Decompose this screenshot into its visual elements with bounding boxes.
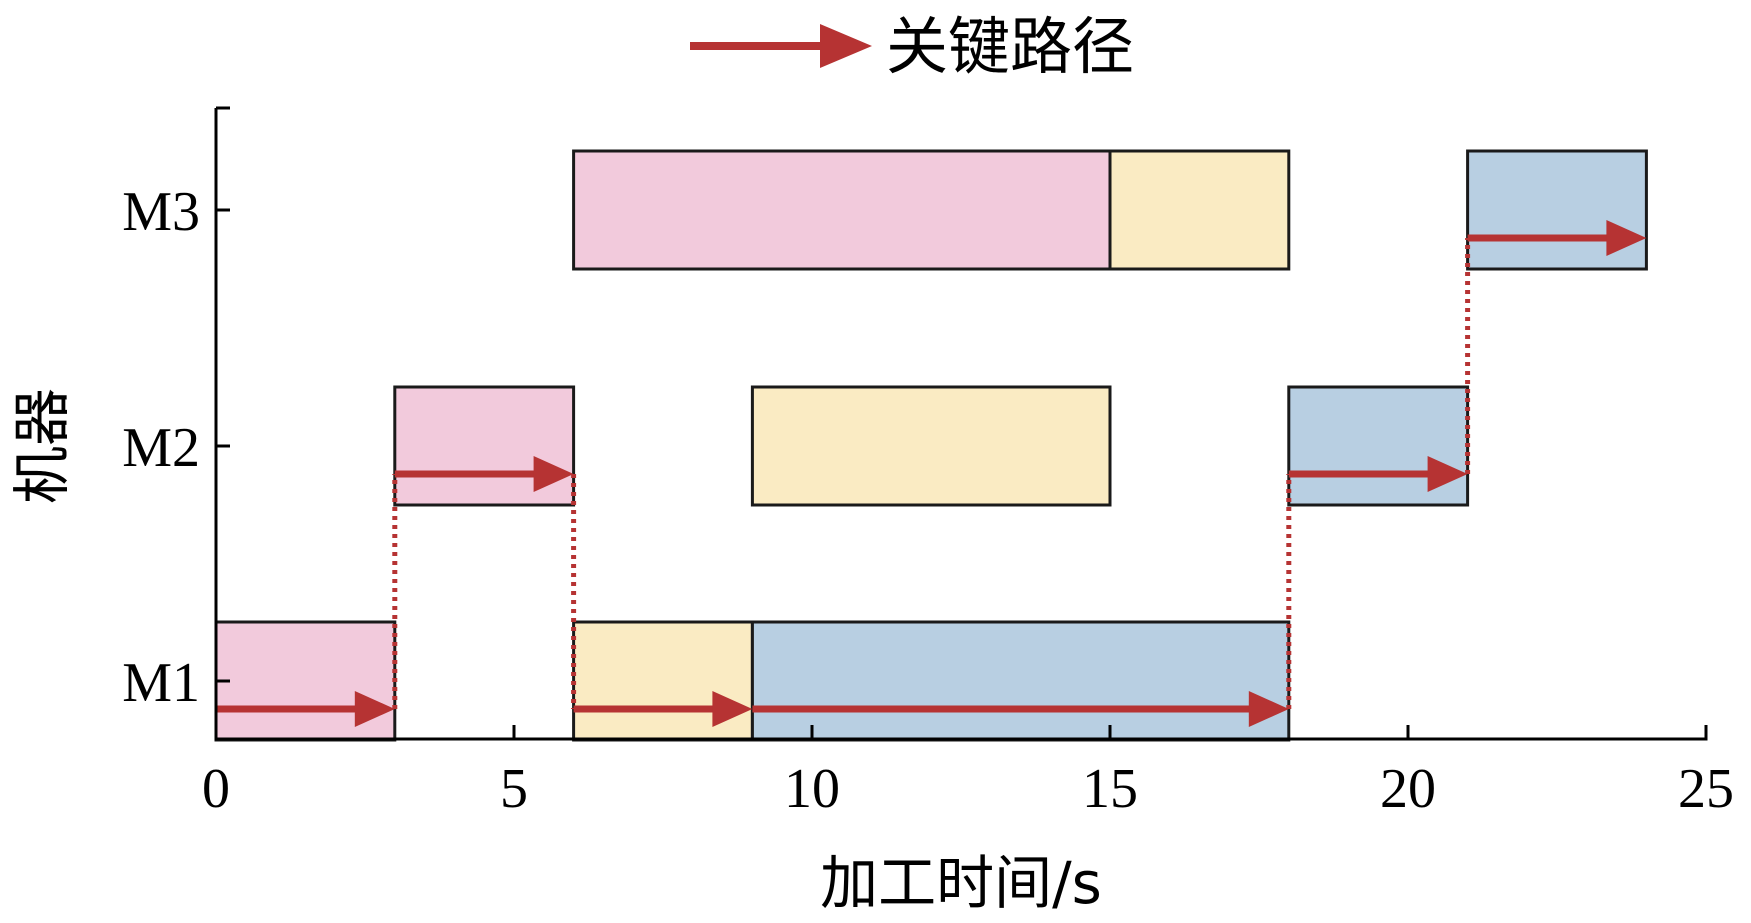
x-tick-label-25: 25: [1678, 758, 1734, 820]
critical-arrow-head-3: [1248, 691, 1289, 727]
task-bar-m3-8: [1466, 149, 1648, 271]
critical-arrow-4: [1288, 456, 1468, 492]
critical-arrow-1: [394, 456, 574, 492]
y-tick-label-m2: M2: [122, 417, 200, 479]
task-bar-m1-1: [572, 620, 754, 742]
critical-arrow-2: [573, 691, 753, 727]
task-bar-m2-5: [1287, 385, 1470, 507]
x-tick-label-10: 10: [784, 758, 840, 820]
task-bar-m1-0: [214, 620, 397, 742]
task-bar-m3-6: [572, 149, 1112, 271]
critical-path-transitions: [392, 238, 1471, 709]
critical-arrow-head-1: [533, 456, 574, 492]
critical-arrow-head-5: [1606, 220, 1647, 256]
x-tick-label-0: 0: [202, 758, 230, 820]
x-axis-title: 加工时间/s: [820, 849, 1102, 917]
task-bar-m1-2: [750, 620, 1291, 742]
task-bar-m2-3: [393, 385, 576, 507]
x-tick-label-20: 20: [1380, 758, 1436, 820]
axes: 0 5 10 15 20 25 M1 M2 M3 加工时间/s 机器: [8, 106, 1734, 917]
critical-path-arrows: [216, 220, 1647, 727]
critical-arrow-0: [216, 691, 395, 727]
x-tick-label-5: 5: [500, 758, 528, 820]
x-tick-label-15: 15: [1082, 758, 1138, 820]
y-tick-label-m1: M1: [122, 652, 200, 714]
critical-arrow-5: [1467, 220, 1647, 256]
y-tick-label-m3: M3: [122, 181, 200, 243]
critical-arrow-3: [752, 691, 1289, 727]
task-bars: [214, 149, 1648, 742]
task-bar-m3-7: [1108, 149, 1291, 271]
critical-arrow-head-4: [1427, 456, 1468, 492]
y-axis-title: 机器: [8, 388, 76, 504]
critical-arrow-head-2: [712, 691, 753, 727]
legend-arrow-head: [820, 24, 872, 68]
critical-arrow-head-0: [354, 691, 395, 727]
task-bar-m2-4: [750, 385, 1112, 507]
legend: 关键路径: [690, 10, 1134, 83]
legend-label: 关键路径: [886, 10, 1134, 83]
